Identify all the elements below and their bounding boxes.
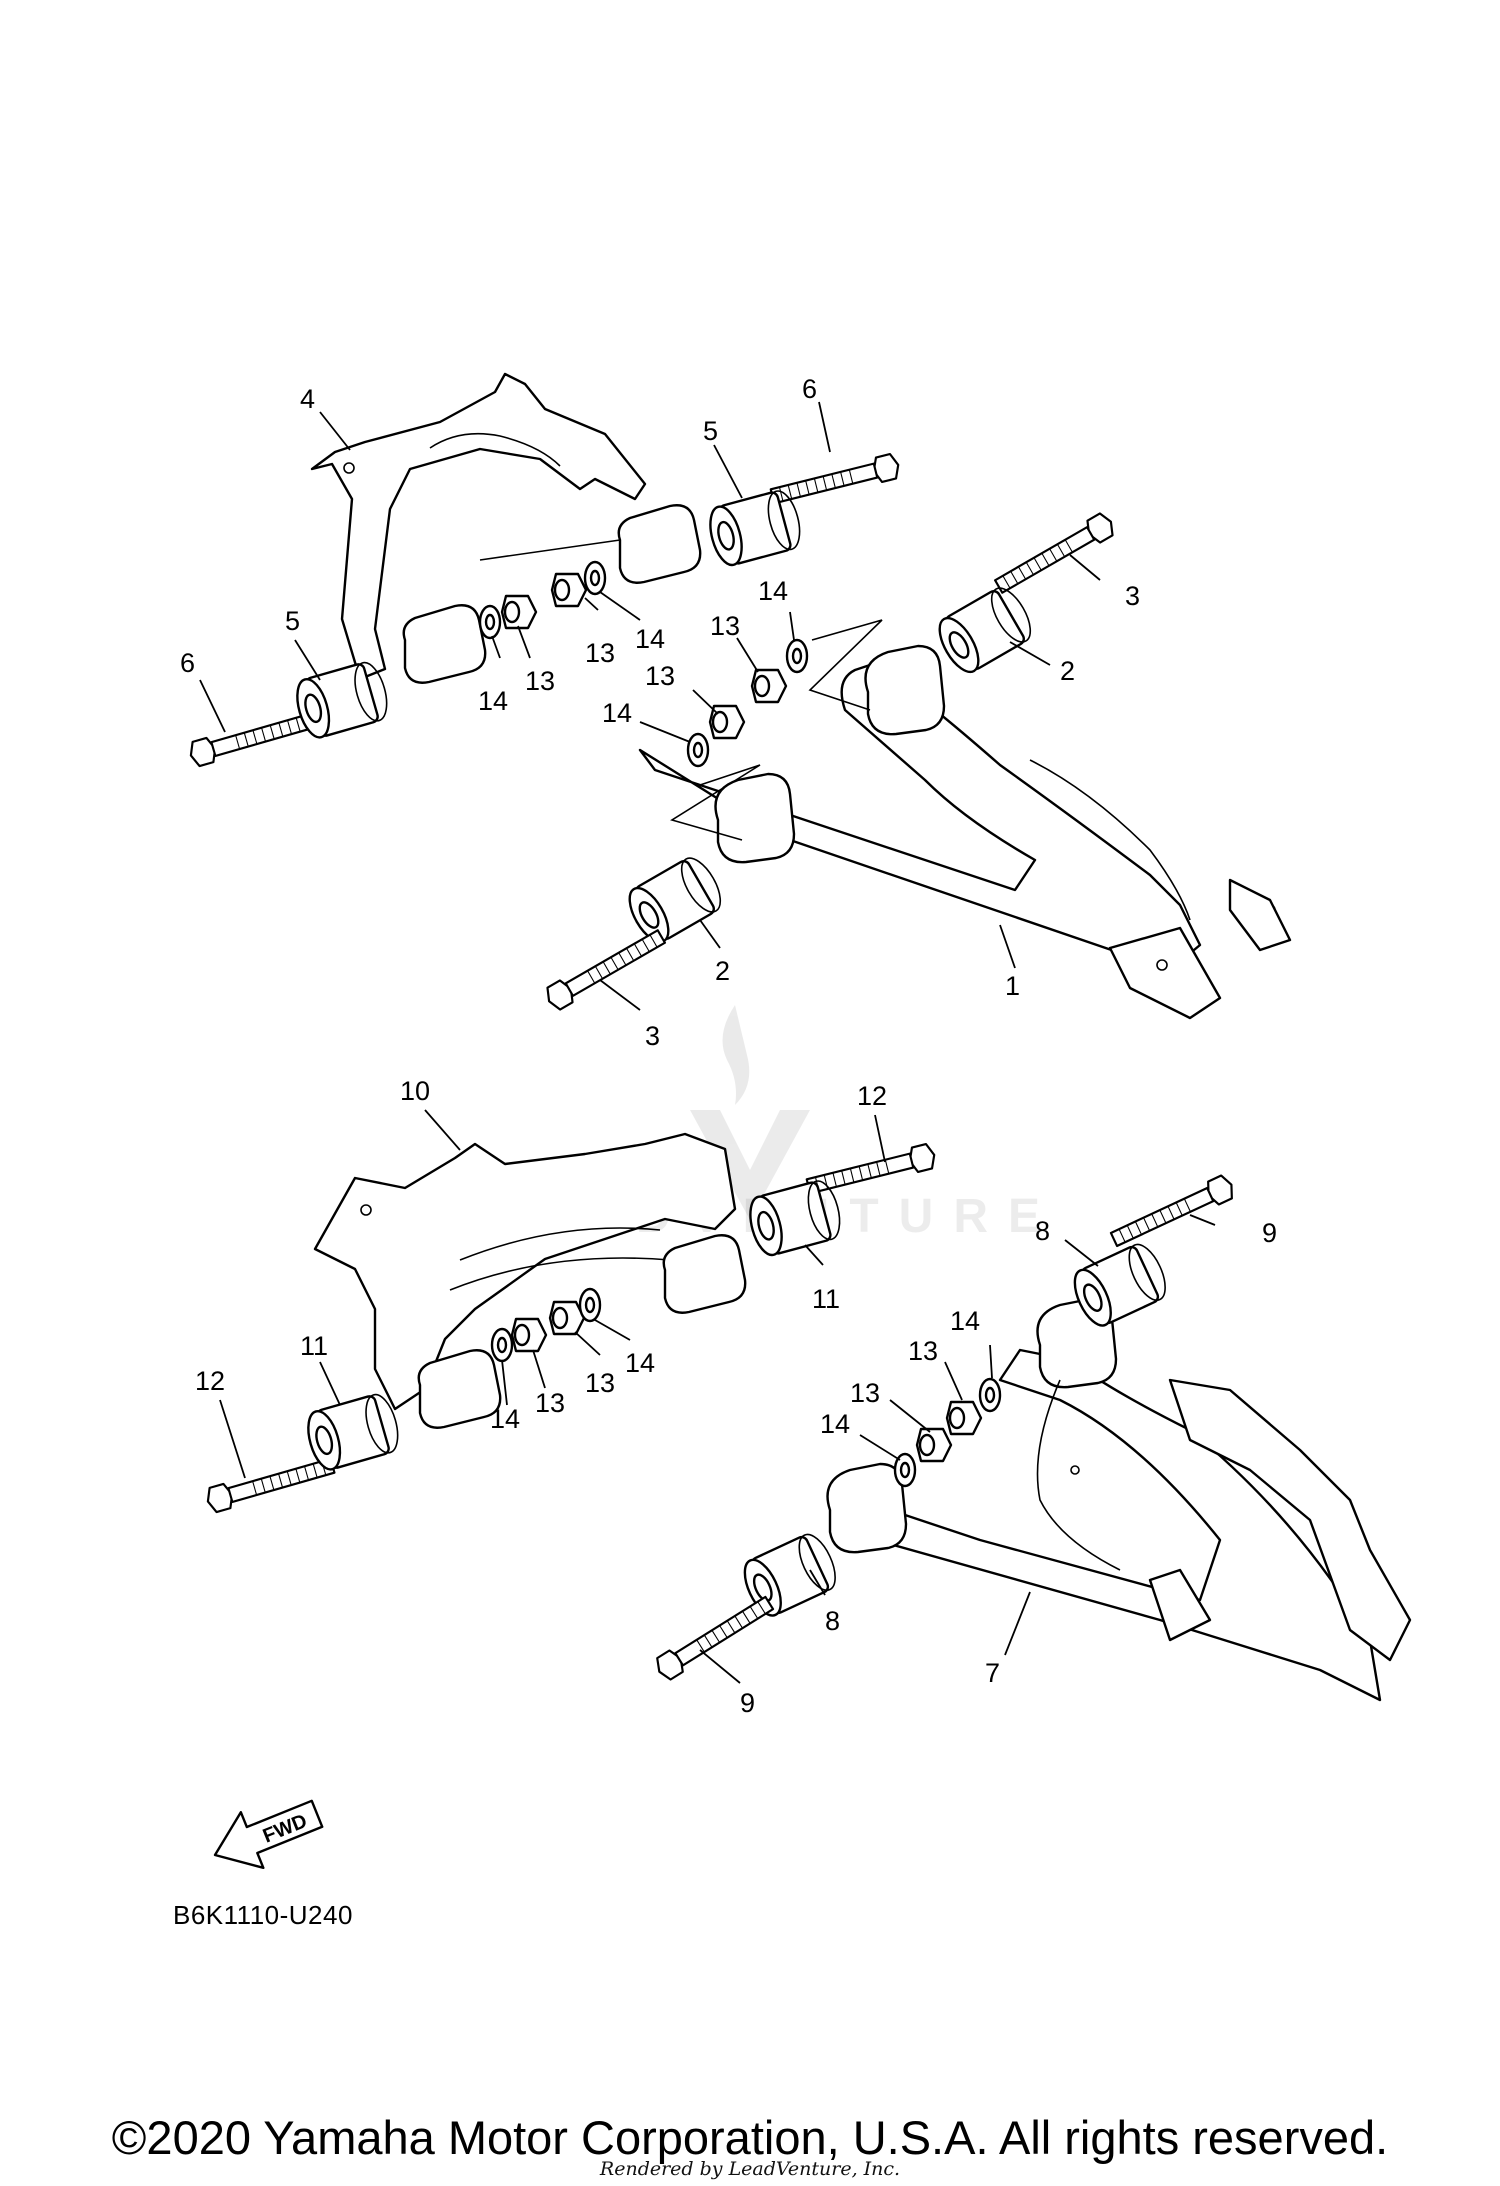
- copyright-notice: ©2020 Yamaha Motor Corporation, U.S.A. A…: [111, 2111, 1389, 2164]
- fwd-arrow-icon: FWD: [213, 1799, 324, 1870]
- callout-14: 14: [758, 576, 788, 606]
- callout-14: 14: [478, 686, 508, 716]
- callout-14: 14: [950, 1306, 980, 1336]
- washer-part-14: [478, 604, 502, 640]
- callout-10: 10: [400, 1076, 430, 1106]
- alignment-bracket: [808, 619, 883, 711]
- bolt-part-6-upper-right: [768, 451, 903, 510]
- washer-part-14: [686, 732, 710, 768]
- callout-leaders: [199, 401, 1216, 1684]
- callout-2: 2: [715, 956, 730, 986]
- lower-arm-bracket-part-10: [313, 1132, 747, 1429]
- bushing-part-11-upper-right: [743, 1176, 847, 1260]
- nut-part-13: [915, 1427, 953, 1463]
- callout-9: 9: [1262, 1218, 1277, 1248]
- callout-11: 11: [812, 1284, 840, 1314]
- rendered-by-note: Rendered by LeadVenture, Inc.: [599, 2158, 901, 2180]
- callout-9: 9: [740, 1688, 755, 1718]
- bushing-part-2-upper: [930, 580, 1040, 680]
- diagram-code: B6K1110-U240: [173, 1900, 353, 1930]
- callout-6: 6: [180, 648, 195, 678]
- washer-part-14: [490, 1327, 514, 1363]
- callout-13: 13: [585, 1368, 615, 1398]
- callout-5: 5: [703, 416, 718, 446]
- callout-11: 11: [300, 1331, 328, 1361]
- callout-13: 13: [525, 666, 555, 696]
- washer-part-14: [978, 1377, 1002, 1413]
- bushing-part-11-lower-left: [301, 1389, 405, 1475]
- upper-a-arm-part-1: [638, 644, 1292, 1020]
- washer-part-14: [785, 638, 809, 674]
- bolt-part-9-upper: [1107, 1172, 1238, 1252]
- callout-13: 13: [645, 661, 675, 691]
- callout-14: 14: [635, 624, 665, 654]
- callout-14: 14: [625, 1348, 655, 1378]
- upper-arm-assembly: [186, 372, 1292, 1020]
- callout-3: 3: [645, 1021, 660, 1051]
- bolt-part-3-upper: [991, 509, 1119, 599]
- callout-6: 6: [802, 374, 817, 404]
- callout-5: 5: [285, 606, 300, 636]
- washer-part-14: [578, 1287, 602, 1323]
- nut-part-13: [550, 572, 588, 608]
- callout-13: 13: [585, 638, 615, 668]
- callout-14: 14: [820, 1409, 850, 1439]
- bolt-part-3-lower: [541, 924, 669, 1014]
- bushing-part-5-upper-left: [290, 657, 394, 743]
- nut-part-13: [945, 1400, 983, 1436]
- bushing-part-2-lower: [620, 850, 730, 950]
- alignment-bracket: [670, 764, 761, 841]
- bolt-part-9-lower: [651, 1591, 777, 1684]
- callout-12: 12: [195, 1366, 225, 1396]
- bolt-part-12-upper-right: [804, 1141, 939, 1200]
- callout-13: 13: [710, 611, 740, 641]
- callout-2: 2: [1060, 656, 1075, 686]
- callout-8: 8: [1035, 1216, 1050, 1246]
- callout-numbers: 1 2 2 3 3 4 5 5 6 6 14 13 13 14 13 14 13…: [180, 374, 1277, 1718]
- callout-7: 7: [985, 1658, 1000, 1688]
- washer-part-14: [583, 560, 607, 596]
- callout-12: 12: [857, 1081, 887, 1111]
- bolt-part-6-upper-left: [186, 706, 321, 769]
- bolt-part-12-lower-left: [203, 1452, 338, 1515]
- lower-a-arm-part-7: [826, 1297, 1412, 1702]
- callout-4: 4: [300, 384, 315, 414]
- bushing-part-5-upper-right: [703, 486, 807, 570]
- callout-8: 8: [825, 1606, 840, 1636]
- nut-part-13: [500, 594, 538, 630]
- callout-14: 14: [490, 1404, 520, 1434]
- nut-part-13: [510, 1317, 548, 1353]
- callout-1: 1: [1005, 971, 1020, 1001]
- callout-13: 13: [908, 1336, 938, 1366]
- callout-13: 13: [535, 1388, 565, 1418]
- nut-part-13: [750, 668, 788, 704]
- callout-14: 14: [602, 698, 632, 728]
- callout-3: 3: [1125, 581, 1140, 611]
- callout-13: 13: [850, 1378, 880, 1408]
- lower-arm-assembly: [203, 1132, 1412, 1702]
- upper-arm-bracket-part-4: [310, 372, 702, 684]
